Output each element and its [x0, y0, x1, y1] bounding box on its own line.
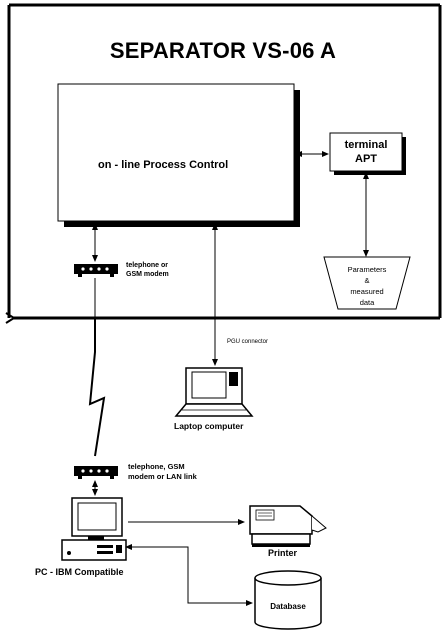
page-title: SEPARATOR VS-06 A [109, 38, 337, 63]
printer-label: Printer [268, 548, 298, 558]
parameters-line2: & [364, 276, 370, 285]
pgu-label: PGU connector [227, 339, 269, 345]
modem-top-label: telephone or GSM modem [126, 261, 169, 279]
database-label: Database [270, 602, 306, 611]
pc-database-link [125, 544, 253, 606]
terminal-label-line1: terminal [344, 139, 388, 151]
process-control-label: on - line Process Control [98, 159, 229, 171]
parameters-line4: data [359, 298, 375, 307]
pc-label: PC - IBM Compatible [35, 567, 124, 577]
terminal-label: terminal APT [330, 138, 402, 166]
terminal-label-line2: APT [355, 153, 377, 165]
modem-top-icon [74, 264, 118, 277]
wireless-link [88, 318, 106, 457]
printer-icon [249, 505, 327, 547]
modem-top-line1: telephone or [126, 262, 169, 269]
pc-icon [61, 497, 127, 561]
parameters-line3: measured [350, 287, 384, 296]
parameters-label: Parameters & measured data [325, 264, 409, 308]
separator-enclosure [7, 3, 442, 320]
parameters-shape [323, 256, 411, 310]
parameters-line1: Parameters [347, 265, 387, 274]
laptop-label: Laptop computer [174, 421, 244, 431]
database-icon [254, 570, 322, 630]
modem-bottom-line2: modem or LAN link [128, 472, 197, 481]
process-control-box [57, 83, 295, 222]
terminal-apt-box [329, 132, 403, 172]
modem-top-line2: GSM modem [126, 271, 169, 278]
modem-bottom-label: telephone, GSM modem or LAN link [128, 462, 197, 482]
enclosure-arrow-icon [5, 312, 16, 324]
modem-bottom-icon [74, 466, 118, 479]
modem-bottom-line1: telephone, GSM [128, 462, 185, 471]
laptop-icon [174, 367, 254, 417]
